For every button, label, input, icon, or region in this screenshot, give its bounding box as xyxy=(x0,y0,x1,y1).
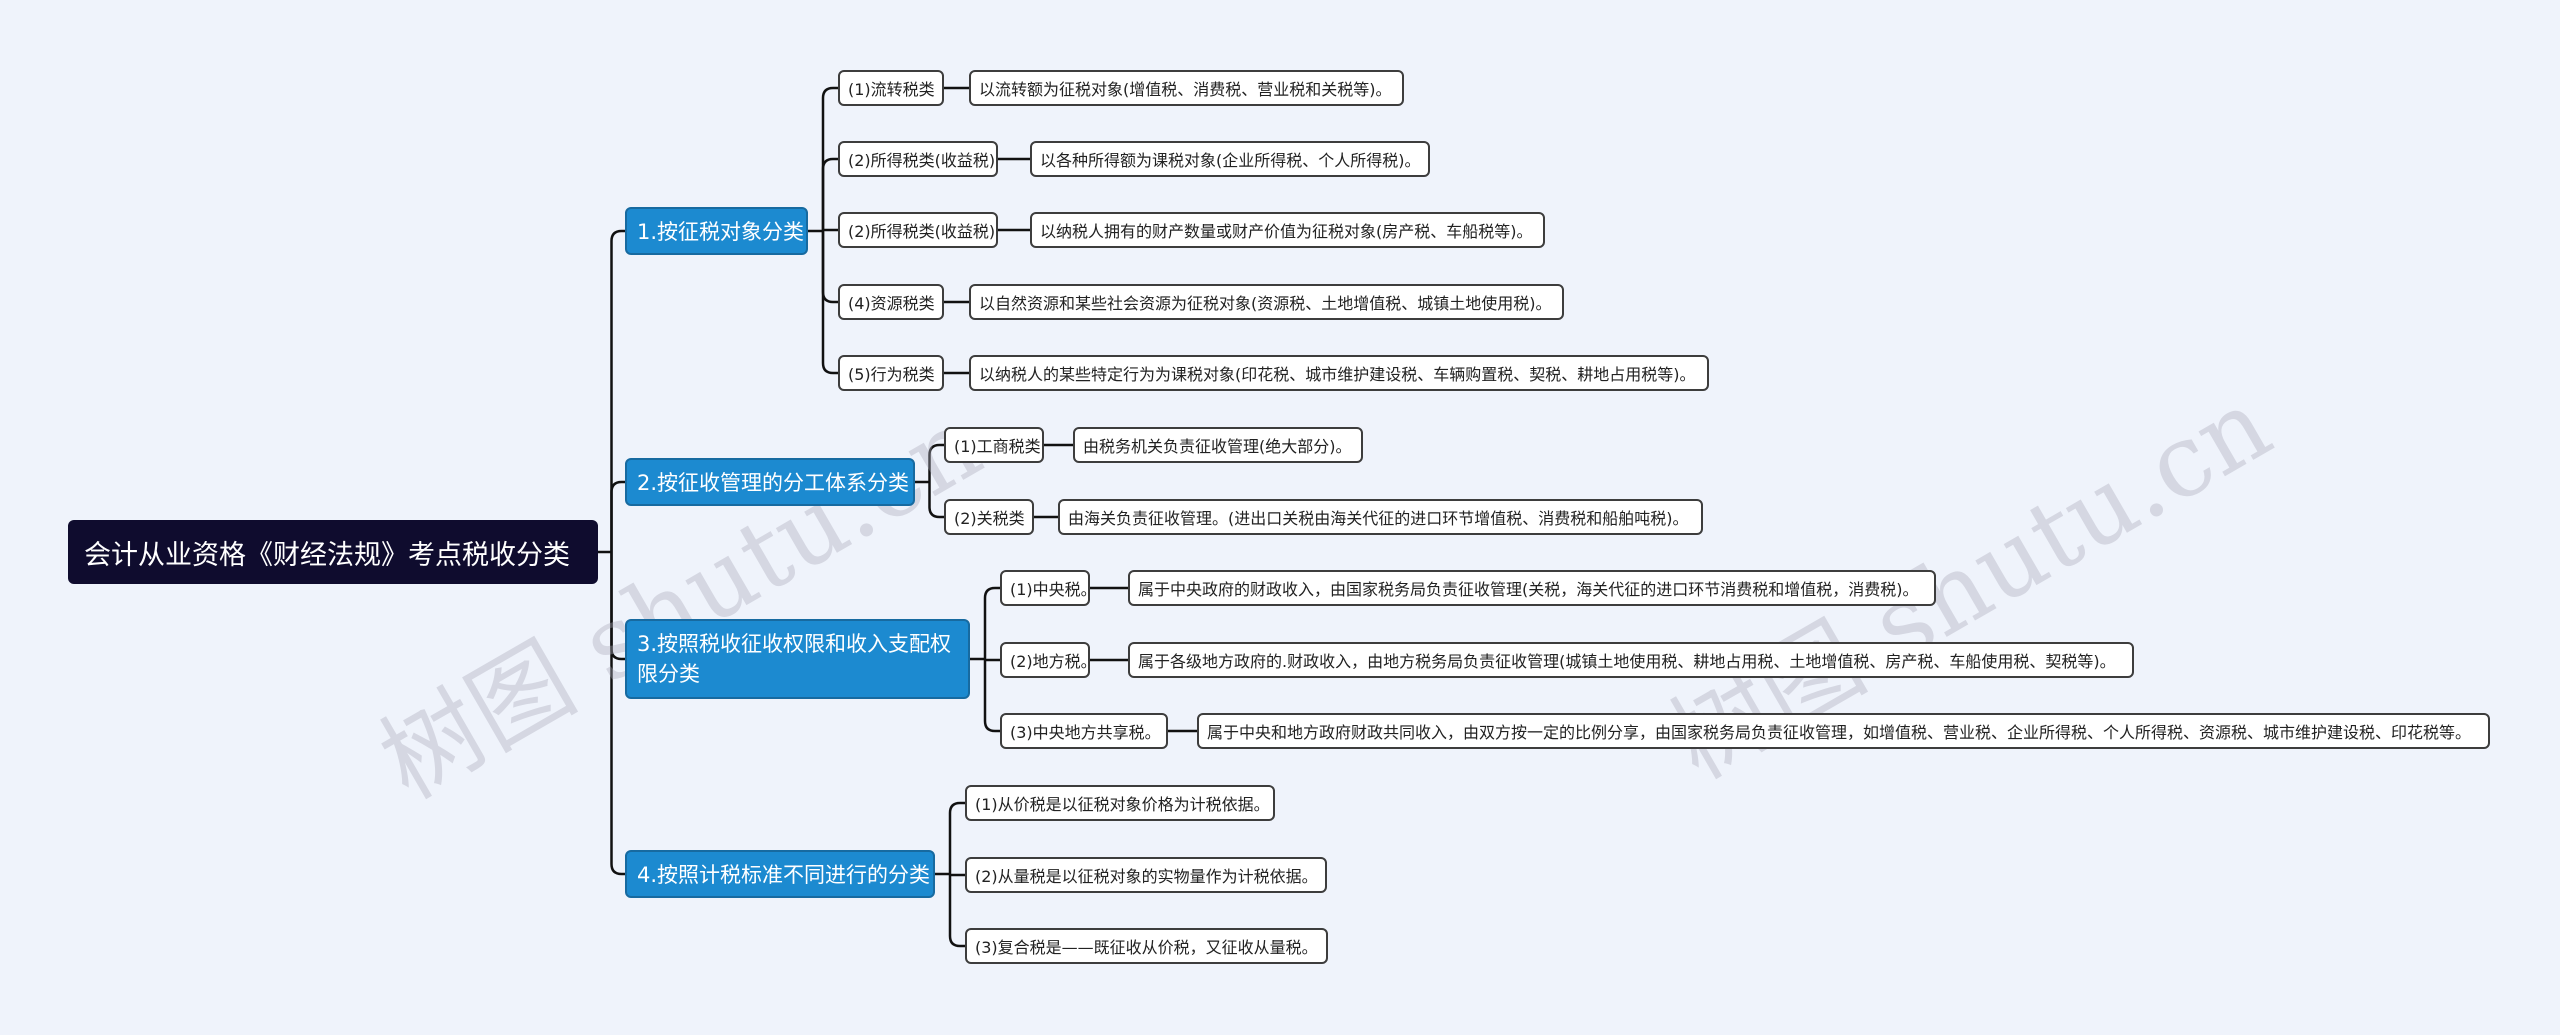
branch-by-tax-standard[interactable]: 4.按照计税标准不同进行的分类 xyxy=(625,850,935,898)
root-edge-2 xyxy=(610,552,625,661)
leaf-property-tax[interactable]: (2)所得税类(收益税) xyxy=(838,212,998,248)
leaf-behavior-tax[interactable]: (5)行为税类 xyxy=(838,355,944,391)
branch3-edge-0 xyxy=(983,586,1000,659)
branch2-edge-1 xyxy=(928,482,944,519)
branch4-edge-2 xyxy=(948,874,965,948)
root-edge-3 xyxy=(610,552,625,876)
leaf-income-tax[interactable]: (2)所得税类(收益税) xyxy=(838,141,998,177)
detail-property-tax[interactable]: 以纳税人拥有的财产数量或财产价值为征税对象(房产税、车船税等)。 xyxy=(1030,212,1545,248)
leaf-industrial-commercial-tax[interactable]: (1)工商税类 xyxy=(944,427,1044,463)
branch2-edge-0 xyxy=(928,443,944,482)
branch4-edge-0 xyxy=(948,801,965,874)
branch-by-tax-object[interactable]: 1.按征税对象分类 xyxy=(625,207,808,255)
detail-resource-tax[interactable]: 以自然资源和某些社会资源为征税对象(资源税、土地增值税、城镇土地使用税)。 xyxy=(969,284,1564,320)
root-edge-1 xyxy=(610,480,625,552)
leaf-resource-tax[interactable]: (4)资源税类 xyxy=(838,284,944,320)
detail-shared-tax[interactable]: 属于中央和地方政府财政共同收入，由双方按一定的比例分享，由国家税务局负责征收管理… xyxy=(1197,713,2490,749)
branch4-edge-1 xyxy=(948,873,965,877)
root-edge-0 xyxy=(610,229,625,552)
leaf-ad-valorem-tax[interactable]: (1)从价税是以征税对象价格为计税依据。 xyxy=(965,785,1275,821)
branch3-edge-2 xyxy=(983,659,1000,733)
leaf-shared-tax[interactable]: (3)中央地方共享税。 xyxy=(1000,713,1168,749)
branch1-edge-2 xyxy=(821,228,838,232)
detail-local-tax[interactable]: 属于各级地方政府的.财政收入，由地方税务局负责征收管理(城镇土地使用税、耕地占用… xyxy=(1128,642,2134,678)
leaf-central-tax[interactable]: (1)中央税。 xyxy=(1000,570,1097,606)
branch1-edge-1 xyxy=(821,157,838,231)
leaf-customs-tax[interactable]: (2)关税类 xyxy=(944,499,1034,535)
branch1-edge-0 xyxy=(821,86,838,231)
detail-income-tax[interactable]: 以各种所得额为课税对象(企业所得税、个人所得税)。 xyxy=(1030,141,1430,177)
leaf-local-tax[interactable]: (2)地方税。 xyxy=(1000,642,1097,678)
detail-turnover-tax[interactable]: 以流转额为征税对象(增值税、消费税、营业税和关税等)。 xyxy=(969,70,1404,106)
detail-customs-tax[interactable]: 由海关负责征收管理。(进出口关税由海关代征的进口环节增值税、消费税和船舶吨税)。 xyxy=(1058,499,1703,535)
branch-by-collection-authority[interactable]: 3.按照税收征收权限和收入支配权限分类 xyxy=(625,619,970,699)
branch1-edge-4 xyxy=(821,231,838,375)
leaf-compound-tax[interactable]: (3)复合税是——既征收从价税，又征收从量税。 xyxy=(965,928,1328,964)
detail-industrial-commercial-tax[interactable]: 由税务机关负责征收管理(绝大部分)。 xyxy=(1073,427,1363,463)
leaf-turnover-tax[interactable]: (1)流转税类 xyxy=(838,70,944,106)
detail-central-tax[interactable]: 属于中央政府的财政收入，由国家税务局负责征收管理(关税，海关代征的进口环节消费税… xyxy=(1128,570,1936,606)
leaf-specific-tax[interactable]: (2)从量税是以征税对象的实物量作为计税依据。 xyxy=(965,857,1327,893)
detail-behavior-tax[interactable]: 以纳税人的某些特定行为为课税对象(印花税、城市维护建设税、车辆购置税、契税、耕地… xyxy=(969,355,1709,391)
root-topic[interactable]: 会计从业资格《财经法规》考点税收分类 xyxy=(68,520,598,584)
branch3-edge-1 xyxy=(983,658,1000,662)
branch1-edge-3 xyxy=(821,231,838,304)
branch-by-collection-management[interactable]: 2.按征收管理的分工体系分类 xyxy=(625,458,915,506)
